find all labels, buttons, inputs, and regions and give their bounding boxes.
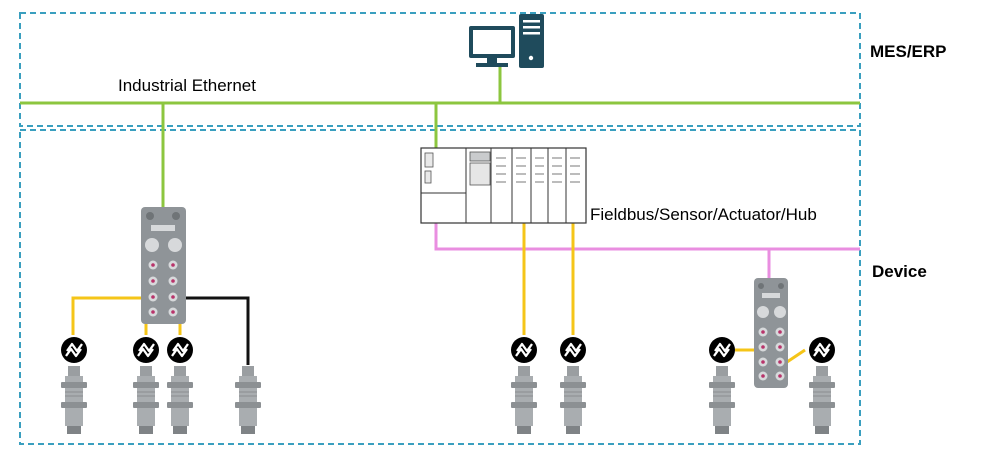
- mes-erp-zone: [19, 12, 861, 127]
- io-link-symbols: [59, 335, 837, 365]
- proximity-sensors: [60, 365, 836, 435]
- fieldbus-label: Fieldbus/Sensor/Actuator/Hub: [590, 205, 817, 224]
- ethernet-lines: [20, 66, 860, 208]
- desktop-computer-icon: [469, 14, 544, 68]
- io-link-hub-icon: [141, 207, 186, 324]
- device-zone: [19, 129, 861, 445]
- io-link-hub-icon: [754, 278, 788, 388]
- black-cable: [182, 296, 250, 365]
- device-label: Device: [872, 262, 927, 281]
- sensor-cables: [71, 222, 806, 364]
- mes-erp-label: MES/ERP: [870, 42, 947, 61]
- industrial-ethernet-label: Industrial Ethernet: [118, 76, 256, 95]
- fieldbus-lines: [434, 222, 860, 278]
- plc-rack-icon: [420, 147, 587, 224]
